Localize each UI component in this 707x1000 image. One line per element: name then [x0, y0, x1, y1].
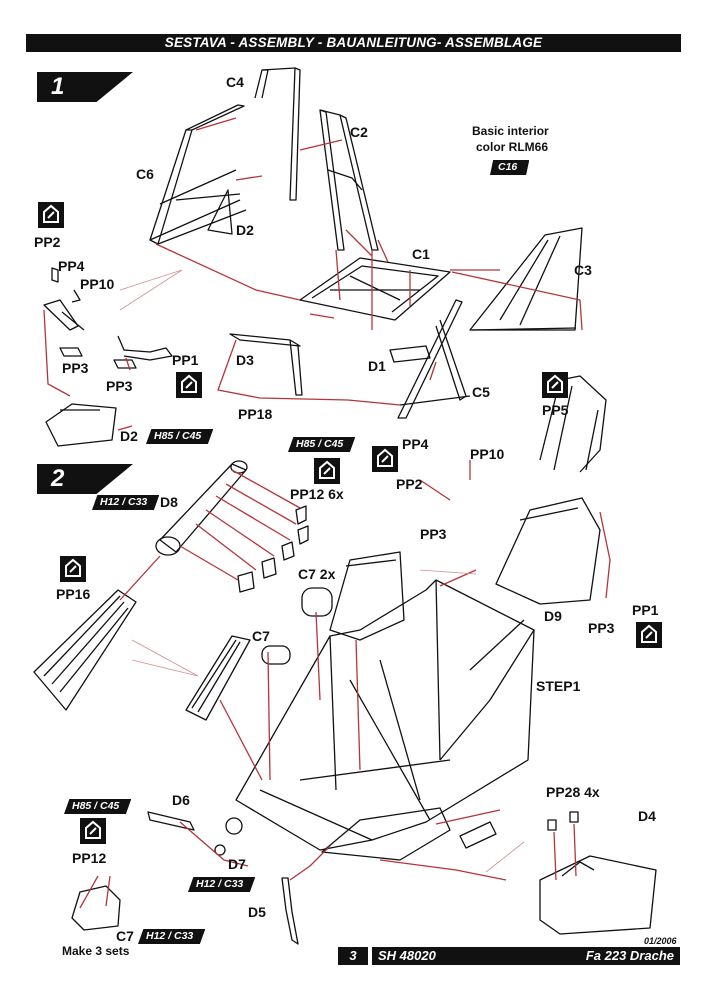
tag-c16: C16 [490, 160, 530, 175]
label-c6: C6 [136, 166, 154, 182]
label-c3: C3 [574, 262, 592, 278]
photo-etch-icon [60, 556, 86, 582]
label-pp3-step2: PP3 [420, 526, 447, 542]
label-c7-2x: C7 2x [298, 566, 336, 582]
tag-h85-c45-left: H85 / C45 [64, 799, 132, 814]
cushion-c7 [261, 645, 291, 665]
label-c2: C2 [350, 124, 368, 140]
floor-frame-c1 [299, 257, 451, 321]
side-frame-c3 [469, 227, 583, 331]
label-c5: C5 [472, 384, 490, 400]
cushion-c7-2x [301, 587, 333, 617]
label-c7: C7 [252, 628, 270, 644]
label-pp18: PP18 [238, 406, 273, 422]
tag-h12-c33-c7: H12 / C33 [138, 929, 206, 944]
label-d2: D2 [236, 222, 254, 238]
stick-d6 [147, 811, 243, 856]
panel-d4 [539, 855, 657, 935]
clips-pp28 [547, 811, 579, 831]
pedal-d7 [459, 821, 497, 849]
label-d1: D1 [368, 358, 386, 374]
cushion-c7-bottom [71, 885, 121, 931]
label-step1: STEP1 [536, 678, 581, 694]
tube-d3 [229, 333, 303, 396]
label-d6: D6 [172, 792, 190, 808]
tag-h12-c33-d7: H12 / C33 [188, 877, 256, 892]
tube-d5 [281, 877, 299, 945]
seat-d9 [495, 497, 601, 605]
floor-tray [321, 807, 451, 861]
step-2-badge: 2 [37, 464, 133, 494]
cushion-c7-grill [185, 635, 251, 721]
label-d8: D8 [160, 494, 178, 510]
label-c4: C4 [226, 74, 244, 90]
label-pp12: PP12 [72, 850, 107, 866]
seat-d2 [45, 403, 117, 447]
label-c1: C1 [412, 246, 430, 262]
label-pp2-step2: PP2 [396, 476, 423, 492]
label-pp5: PP5 [542, 402, 569, 418]
label-pp16: PP16 [56, 586, 91, 602]
label-d4: D4 [638, 808, 656, 824]
label-d2-seat: D2 [120, 428, 138, 444]
photo-etch-icon [38, 202, 64, 228]
clips-pp12 [237, 505, 309, 593]
photo-etch-icon [636, 622, 662, 648]
photo-etch-icon [314, 458, 340, 484]
label-pp28: PP28 4x [546, 784, 600, 800]
label-d3: D3 [236, 352, 254, 368]
front-frame-c5 [389, 299, 471, 419]
label-pp2: PP2 [34, 234, 61, 250]
label-pp12-6x: PP12 6x [290, 486, 344, 502]
tag-h85-c45-d2: H85 / C45 [146, 429, 214, 444]
date-label: 01/2006 [644, 936, 677, 946]
label-pp10: PP10 [80, 276, 115, 292]
label-pp10-step2: PP10 [470, 446, 505, 462]
tag-h12-c33-d8: H12 / C33 [92, 495, 160, 510]
tag-h85-c45-pp12: H85 / C45 [288, 437, 356, 452]
panel-pp16 [33, 589, 137, 711]
label-pp1: PP1 [172, 352, 199, 368]
label-d5: D5 [248, 904, 266, 920]
label-d7: D7 [228, 856, 246, 872]
label-pp3-right: PP3 [588, 620, 615, 636]
label-pp1-step2: PP1 [632, 602, 659, 618]
center-frame-c2 [319, 109, 379, 251]
label-pp4: PP4 [58, 258, 85, 274]
main-frame-step2 [235, 579, 535, 851]
header-title: SESTAVA - ASSEMBLY - BAUANLEITUNG- ASSEM… [26, 34, 681, 52]
photo-etch-icon [542, 372, 568, 398]
footer-product-code: SH 48020 [372, 947, 460, 965]
note-line-2: color RLM66 [476, 140, 549, 154]
note-line-1: Basic interior [472, 124, 549, 138]
photo-etch-icon [176, 372, 202, 398]
label-d9: D9 [544, 608, 562, 624]
photo-etch-icon [372, 446, 398, 472]
label-c7-bottom: C7 [116, 928, 134, 944]
label-pp3-a: PP3 [62, 360, 89, 376]
footer-page-number: 3 [338, 947, 368, 965]
label-pp3-b: PP3 [106, 378, 133, 394]
footer-model-name: Fa 223 Drache [458, 947, 680, 965]
photo-etch-icon [80, 818, 106, 844]
rear-frame-c4-c6 [149, 67, 301, 245]
make-note: Make 3 sets [62, 944, 130, 958]
label-pp4-step2: PP4 [402, 436, 429, 452]
step-1-badge: 1 [37, 72, 133, 102]
seat-c7-top [329, 551, 405, 641]
